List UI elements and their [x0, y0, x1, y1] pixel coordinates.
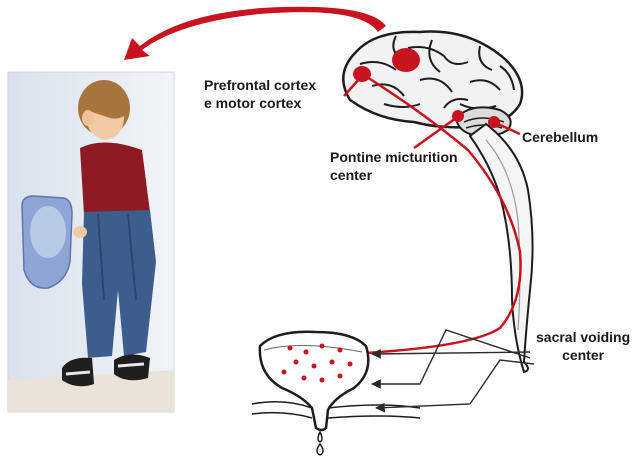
curved-arrow-icon [124, 7, 386, 60]
bladder [260, 332, 368, 430]
label-sacral-voiding-center: sacral voiding center [536, 328, 630, 364]
droplet-icon [317, 444, 323, 455]
label-cerebellum: Cerebellum [522, 128, 598, 146]
child-photo [8, 72, 174, 412]
label-pontine-micturition-center: Pontine micturition center [330, 148, 458, 184]
label-prefrontal-cortex: Prefrontal cortex e motor cortex [204, 76, 316, 112]
urinal [22, 196, 72, 288]
efferent-arrows [372, 330, 534, 408]
spinal-cord [470, 124, 533, 372]
droplet-icon [318, 432, 322, 442]
pelvic-floor [252, 402, 420, 418]
